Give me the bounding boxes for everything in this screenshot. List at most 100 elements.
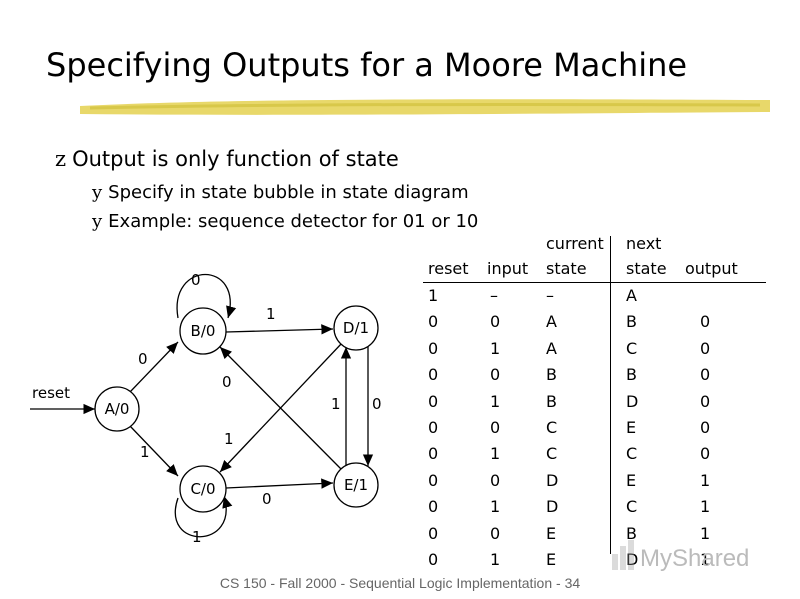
state-a-label: A/0	[105, 400, 130, 418]
table-cell: 1	[490, 444, 501, 464]
table-cell: B	[546, 391, 557, 411]
label-a-b: 0	[138, 350, 148, 368]
table-cell: A	[546, 312, 557, 332]
edge-d-c	[219, 342, 343, 473]
table-cell: D	[546, 470, 559, 490]
bullet-text: Output is only function of state	[72, 147, 399, 171]
edge-c-self	[174, 495, 233, 538]
table-cell: 0	[490, 365, 501, 385]
state-b-label: B/0	[191, 322, 216, 340]
label-d-c: 1	[224, 430, 234, 448]
table-cell: 0	[428, 497, 439, 517]
table-cell: D	[546, 497, 559, 517]
label-e-b: 0	[222, 373, 232, 391]
table-cell: 1	[490, 497, 501, 517]
table-cell: 0	[700, 365, 711, 385]
table-cell: 1	[490, 391, 501, 411]
table-cell: B	[546, 365, 557, 385]
state-e-label: E/1	[344, 476, 368, 494]
table-cell: E	[626, 418, 637, 437]
state-diagram: reset A/0 B/0 C/0 D/1 E/1 0 1 0 1 1 0 0 …	[30, 271, 382, 546]
slide-footer: CS 150 - Fall 2000 - Sequential Logic Im…	[219, 575, 581, 591]
table-cell: 1	[700, 550, 711, 569]
table-cell: 0	[490, 312, 501, 332]
header-reset: reset	[428, 259, 469, 278]
table-cell: A	[546, 338, 557, 358]
label-b-d: 1	[266, 305, 276, 323]
header-next: next	[626, 234, 662, 253]
page-title: Specifying Outputs for a Moore Machine	[46, 46, 688, 84]
table-cell: 1	[490, 338, 501, 358]
header-output: output	[685, 259, 738, 278]
table-cell: 1	[700, 470, 711, 490]
state-c: C/0	[179, 465, 227, 513]
header-input: input	[487, 259, 529, 278]
bullet-text: Example: sequence detector for 01 or 10	[108, 211, 479, 232]
table-cell: E	[626, 470, 637, 490]
state-d: D/1	[333, 305, 379, 351]
edge-c-e	[225, 478, 334, 489]
table-cell: 0	[700, 444, 711, 464]
table-cell: B	[626, 312, 637, 332]
state-c-label: C/0	[190, 480, 215, 498]
table-cell: 0	[428, 391, 439, 411]
reset-label: reset	[32, 384, 70, 402]
state-e: E/1	[333, 462, 379, 508]
header-next-state: state	[626, 259, 667, 278]
table-cell: D	[626, 550, 638, 569]
table-cell: 1	[490, 550, 501, 569]
table-header-rule	[423, 282, 766, 283]
table-cell: 0	[428, 523, 439, 543]
table-cell: 0	[428, 338, 439, 358]
table-cell: –	[546, 286, 554, 305]
table-cell: 0	[428, 418, 439, 437]
table-cell: 0	[700, 312, 711, 332]
chart-icon	[612, 540, 634, 570]
table-cell: 0	[490, 418, 501, 437]
table-cell: 0	[428, 444, 439, 464]
table-cell: 0	[428, 550, 439, 569]
table-cell: C	[546, 444, 558, 464]
state-b: B/0	[179, 307, 227, 355]
table-cell: A	[626, 286, 637, 305]
header-state: state	[546, 259, 587, 278]
label-d-e: 0	[372, 395, 382, 413]
table-cell: 0	[490, 523, 501, 543]
label-e-d: 1	[331, 395, 341, 413]
table-cell: 0	[700, 418, 711, 437]
table-cell: C	[626, 444, 638, 464]
label-c-e: 0	[262, 490, 272, 508]
label-b-self: 0	[191, 271, 201, 289]
table-cell: 0	[428, 312, 439, 332]
watermark-text: MyShared	[640, 545, 749, 572]
edge-e-b	[219, 346, 343, 471]
table-cell: C	[626, 338, 638, 358]
edge-b-self	[176, 273, 237, 319]
title-underline-brush	[80, 99, 770, 115]
bullet-marker: y	[92, 211, 103, 232]
table-cell: 1	[700, 523, 711, 543]
table-cell: 0	[428, 470, 439, 490]
table-cell: E	[546, 550, 557, 569]
bullet-text: Specify in state bubble in state diagram	[108, 182, 469, 203]
table-cell: B	[626, 523, 637, 543]
table-cell: 0	[490, 470, 501, 490]
edge-b-d	[225, 324, 334, 335]
table-cell: E	[546, 523, 557, 543]
table-cell: C	[626, 497, 638, 517]
watermark: MyShared	[612, 540, 749, 572]
table-cell: C	[546, 418, 558, 437]
table-cell: D	[626, 391, 639, 411]
table-cell: 1	[428, 286, 439, 305]
table-cell: 1	[700, 497, 711, 517]
table-cell: 0	[428, 365, 439, 385]
table-cell: B	[626, 365, 637, 385]
edge-a-c	[129, 425, 179, 477]
label-c-self: 1	[192, 528, 202, 546]
table-cell: 0	[700, 338, 711, 358]
bullet-marker: y	[92, 182, 103, 203]
bullet-marker: z	[55, 147, 67, 171]
